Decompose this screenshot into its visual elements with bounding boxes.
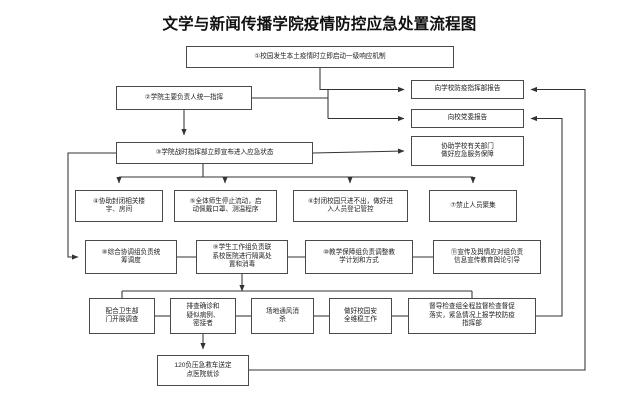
flow-node-label: 向校党委报告 xyxy=(447,114,488,122)
flow-node-label: 做好校园安全维稳工作 xyxy=(344,307,377,323)
edge-n5-to-n6 xyxy=(312,148,405,154)
flow-node-n9: ⑥封闭校园只进不出，做好进入人员登记管控 xyxy=(293,190,408,222)
flow-node-n15: 配合卫生部门开展调查 xyxy=(89,298,155,334)
flow-node-label: ①校园发生本土疫情时立即启动一级响应机制 xyxy=(254,52,386,60)
flow-node-n13: ⑩教学保障组负责调整教学计划和方式 xyxy=(305,240,413,274)
flow-node-n17: 场地通风消杀 xyxy=(251,298,314,334)
flow-node-n14: ⑪宣传及舆情应对组负责信息宣传教育舆论引导 xyxy=(433,240,541,274)
edge-n20-to-n3-feedback xyxy=(249,86,586,371)
flow-node-label: ⑤全体师生停止流动，启动佩戴口罩、测温程序 xyxy=(189,197,262,213)
flow-node-label: ⑥封闭校园只进不出，做好进入人员登记管控 xyxy=(307,197,394,213)
flow-node-n6: 协助学校有关部门做好应急服务保障 xyxy=(411,136,524,166)
flow-node-n11: ⑧综合协调组负责统筹调度 xyxy=(85,240,177,274)
flow-node-n16: 排查确诊和疑似病例、密接者 xyxy=(170,298,236,334)
flow-node-label: ⑪宣传及舆情应对组负责信息宣传教育舆论引导 xyxy=(450,248,524,264)
flow-node-n12: ⑨学生工作组负责联系校医院进行隔离处置和消毒 xyxy=(196,240,288,274)
flow-node-n19: 督导检查组全程监督检查督促落实，紧急情况上报学校防疫指挥部 xyxy=(408,298,536,334)
flow-node-n7: ④协助封闭相关楼宇、房间 xyxy=(75,190,163,222)
flow-node-label: ②学院主要负责人统一指挥 xyxy=(144,93,224,101)
flow-node-label: ⑩教学保障组负责调整教学计划和方式 xyxy=(323,248,395,264)
flow-node-label: 配合卫生部门开展调查 xyxy=(105,307,139,323)
edge-n1-to-n3 xyxy=(319,68,405,93)
flow-node-label: ④协助封闭相关楼宇、房间 xyxy=(92,197,146,213)
flow-node-n1: ①校园发生本土疫情时立即启动一级响应机制 xyxy=(186,46,454,68)
flow-node-label: 协助学校有关部门做好应急服务保障 xyxy=(441,142,494,158)
page-title: 文学与新闻传播学院疫情防控应急处置流程图 xyxy=(162,16,477,33)
flow-node-n10: ⑦禁止人员聚集 xyxy=(429,190,517,222)
edge-n19-to-n4-feedback xyxy=(530,115,563,317)
flow-node-label: 督导检查组全程监督检查督促落实，紧急情况上报学校防疫指挥部 xyxy=(429,303,515,328)
flow-node-label: ⑨学生工作组负责联系校医院进行隔离处置和消毒 xyxy=(212,244,272,269)
flow-node-label: ⑧综合协调组负责统筹调度 xyxy=(101,248,161,264)
flow-node-label: 场地通风消杀 xyxy=(266,307,299,323)
flow-node-n2: ②学院主要负责人统一指挥 xyxy=(116,86,252,110)
flow-node-n18: 做好校园安全维稳工作 xyxy=(329,298,392,334)
flow-node-label: ③学院战时指挥部立即宣布进入应急状态 xyxy=(155,148,274,156)
flow-node-label: 排查确诊和疑似病例、密接者 xyxy=(186,303,220,328)
flow-node-label: 120负压急救车送定点医院就诊 xyxy=(174,362,232,378)
flow-node-label: 向学校防疫指挥部报告 xyxy=(434,85,501,93)
flow-node-label: ⑦禁止人员聚集 xyxy=(450,201,496,209)
flow-node-n20: 120负压急救车送定点医院就诊 xyxy=(157,355,249,386)
flow-node-n8: ⑤全体师生停止流动，启动佩戴口罩、测温程序 xyxy=(174,190,277,222)
flow-node-n4: 向校党委报告 xyxy=(411,109,524,128)
flow-node-n3: 向学校防疫指挥部报告 xyxy=(411,80,524,99)
edge-n5-to-n11 xyxy=(67,152,116,260)
flow-node-n5: ③学院战时指挥部立即宣布进入应急状态 xyxy=(116,142,313,164)
